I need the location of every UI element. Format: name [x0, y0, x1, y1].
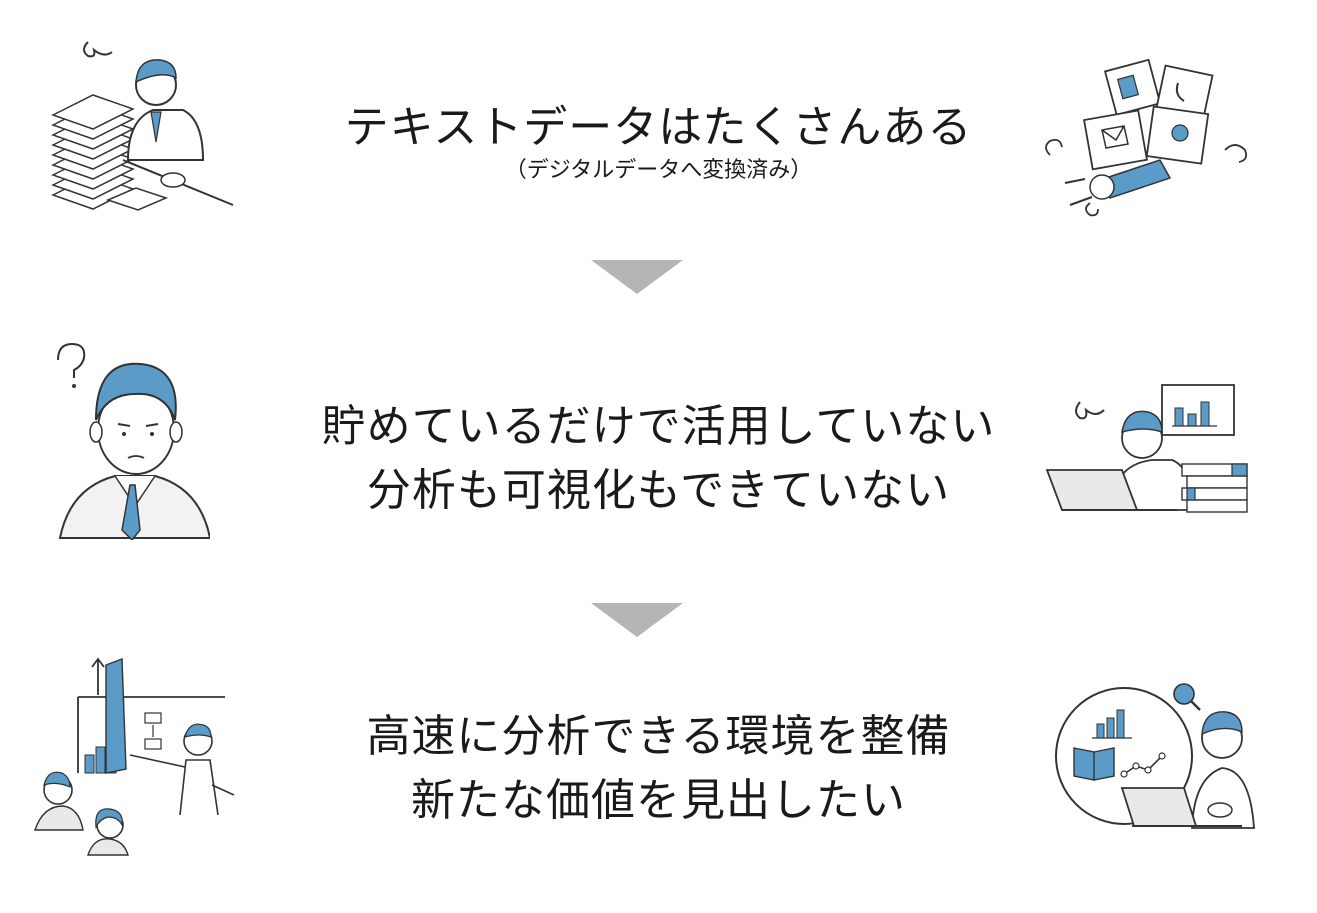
step-1-title-line-1: テキストデータはたくさんある — [344, 102, 973, 153]
step-3-text: 高速に分析できる環境を整備 新たな価値を見出したい — [230, 705, 1087, 833]
frustrated-worker-laptop-icon — [1042, 380, 1257, 525]
person-crushed-by-data-boxes-icon — [1040, 55, 1255, 225]
step-1-text: テキストデータはたくさんある （デジタルデータへ変換済み） — [230, 96, 1087, 186]
step-2-title-line-2: 分析も可視化もできていない — [366, 465, 951, 516]
step-3-title-line-2: 新たな価値を見出したい — [411, 775, 906, 826]
step-1-subtitle: （デジタルデータへ変換済み） — [504, 158, 813, 183]
stressed-man-paper-stack-icon — [48, 30, 238, 215]
team-growth-chart-presentation-icon — [30, 655, 245, 860]
step-3-title-line-1: 高速に分析できる環境を整備 — [366, 711, 951, 762]
step-2-text: 貯めているだけで活用していない 分析も可視化もできていない — [230, 395, 1087, 523]
down-arrow-1 — [591, 260, 683, 294]
analyst-dashboard-circle-icon — [1052, 678, 1267, 838]
down-arrow-2 — [591, 603, 683, 637]
confused-businessman-icon — [50, 340, 210, 540]
step-2-title-line-1: 貯めているだけで活用していない — [321, 401, 996, 452]
